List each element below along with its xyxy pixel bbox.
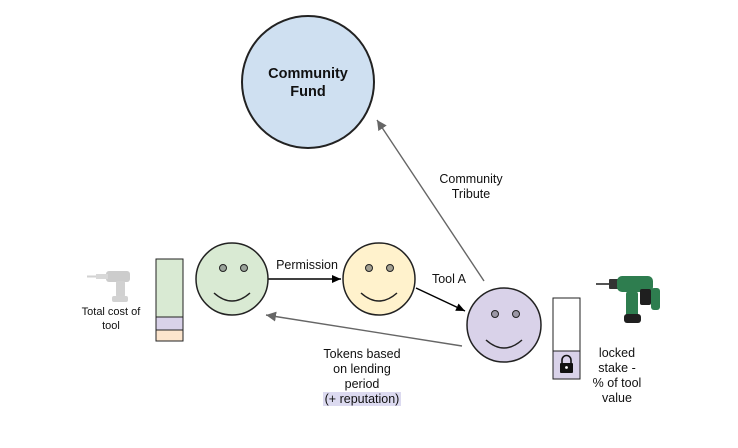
total-cost-line: tool [102, 320, 120, 332]
lock-icon [560, 354, 573, 373]
community-fund-line: Fund [290, 84, 326, 100]
lender-smiley-icon [195, 242, 269, 316]
tribute-line: Community [439, 172, 503, 186]
community-tribute-arrow [376, 119, 485, 282]
total-cost-label: Total cost of tool [72, 305, 150, 333]
permission-smiley-icon [342, 242, 416, 316]
reputation-highlight: (+ reputation) [322, 392, 402, 406]
tool-cost-bar [155, 258, 184, 342]
community-fund-node [241, 15, 375, 149]
borrower-smiley-icon [466, 287, 542, 363]
tokens-line: on lending [333, 362, 391, 376]
locked-stake-bar [552, 297, 581, 380]
tokens-line: Tokens based [323, 347, 401, 361]
tribute-line: Tribute [451, 187, 491, 201]
tokens-label: Tokens based on lending period (+ reputa… [306, 347, 418, 407]
community-fund-line: Community [268, 66, 348, 82]
locked-stake-line: % of tool [592, 376, 642, 390]
permission-label: Permission [276, 258, 338, 272]
tokens-return-arrow [265, 311, 463, 347]
drill-icon [596, 276, 660, 323]
locked-stake-label: locked stake - % of tool value [584, 346, 650, 406]
community-tribute-label: Community Tribute [424, 172, 518, 202]
locked-stake-line: value [602, 391, 632, 405]
tool-label: Tool A [431, 272, 467, 286]
tool-transfer-arrow [415, 287, 466, 312]
drill-icon [87, 271, 130, 302]
total-cost-line: Total cost of [81, 306, 141, 318]
locked-stake-line: stake - [598, 361, 636, 375]
locked-stake-line: locked [598, 346, 636, 360]
tokens-line: period [344, 377, 380, 391]
community-fund-label: Community Fund [248, 65, 368, 101]
